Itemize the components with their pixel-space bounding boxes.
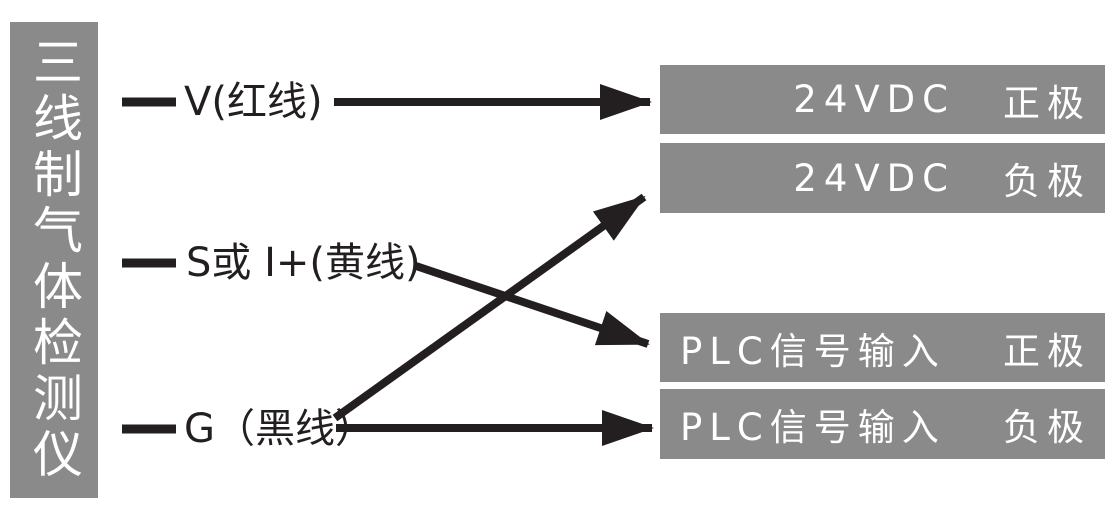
wire-label-g-black: G（黑线） (184, 406, 375, 452)
terminal-polarity: 正极 (1003, 329, 1091, 373)
terminal-plc-input-negative: PLC信号输入 负极 (660, 389, 1105, 459)
terminal-24vdc-negative: 24VDC 负极 (660, 143, 1105, 213)
wire-label-s-yellow: S或 I+(黄线) (186, 240, 421, 286)
device-panel: 三线制气体检测仪 (10, 22, 98, 498)
arrow-s-to-plc-positive (414, 262, 650, 348)
device-label: 三线制气体检测仪 (25, 36, 83, 484)
terminal-name: PLC信号输入 (680, 406, 946, 449)
terminal-plc-input-positive: PLC信号输入 正极 (660, 313, 1105, 382)
wire-label-v-red: V(红线) (184, 79, 323, 125)
terminal-name: 24VDC (793, 78, 955, 121)
terminal-polarity: 负极 (1003, 160, 1091, 203)
arrow-g-to-24vdc-negative (332, 193, 647, 422)
terminal-polarity: 正极 (1003, 81, 1091, 125)
terminal-24vdc-positive: 24VDC 正极 (660, 65, 1105, 134)
terminal-name: PLC信号输入 (680, 329, 946, 373)
terminal-name: 24VDC (793, 156, 955, 200)
terminal-polarity: 负极 (1003, 406, 1091, 449)
